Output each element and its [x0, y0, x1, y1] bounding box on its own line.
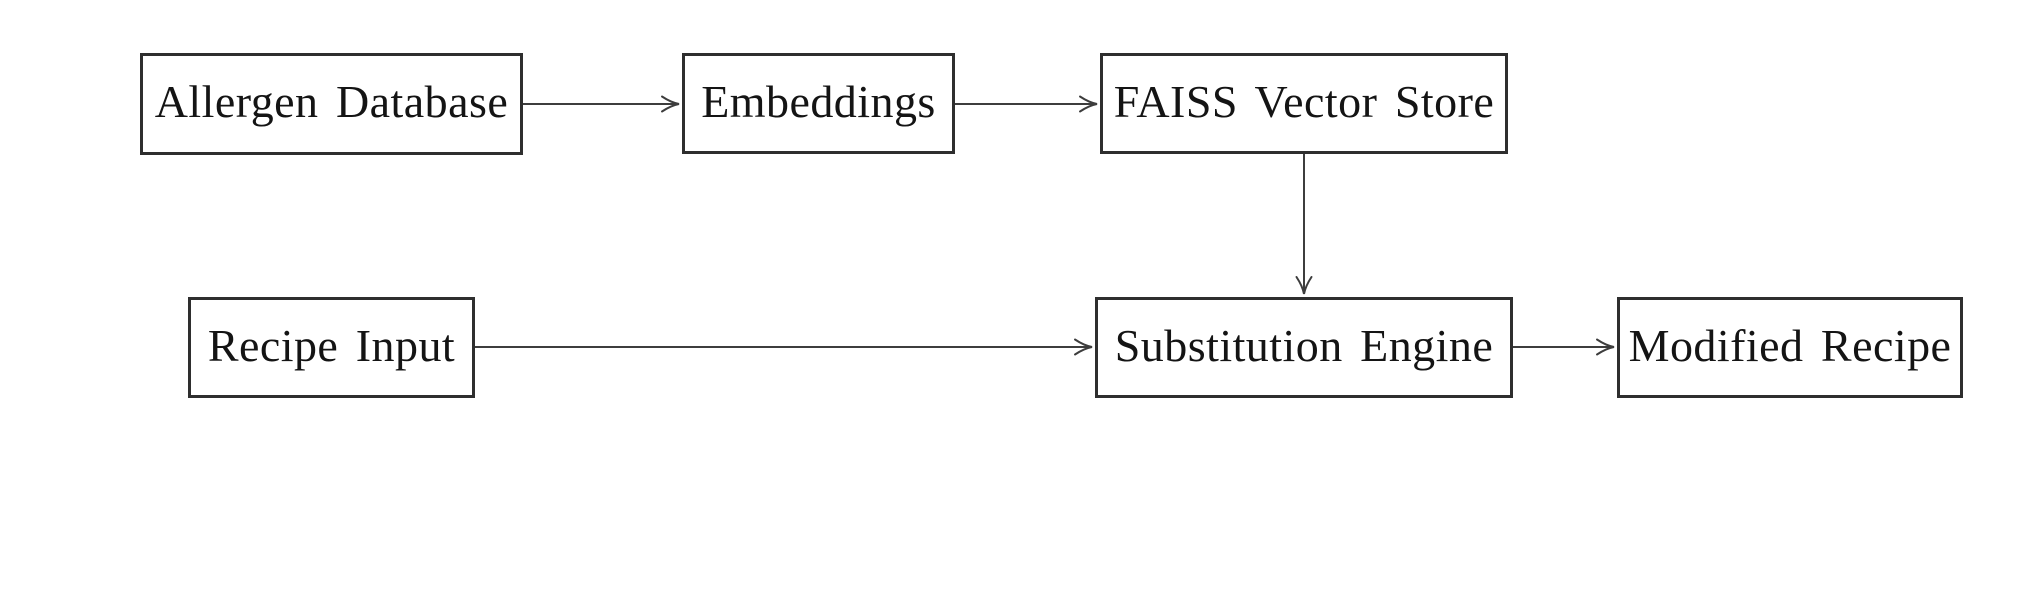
node-embeddings: Embeddings	[682, 53, 955, 154]
node-faiss-vector-store-label: FAISS Vector Store	[1113, 75, 1495, 127]
node-substitution-engine: Substitution Engine	[1095, 297, 1513, 398]
node-faiss-vector-store: FAISS Vector Store	[1100, 53, 1508, 154]
node-substitution-engine-label: Substitution Engine	[1114, 319, 1494, 371]
node-modified-recipe-label: Modified Recipe	[1628, 319, 1952, 371]
node-recipe-input: Recipe Input	[188, 297, 475, 398]
node-embeddings-label: Embeddings	[701, 75, 936, 127]
node-allergen-database-label: Allergen Database	[154, 76, 509, 127]
node-modified-recipe: Modified Recipe	[1617, 297, 1963, 398]
node-allergen-database: Allergen Database	[140, 53, 523, 155]
node-recipe-input-label: Recipe Input	[207, 319, 456, 371]
